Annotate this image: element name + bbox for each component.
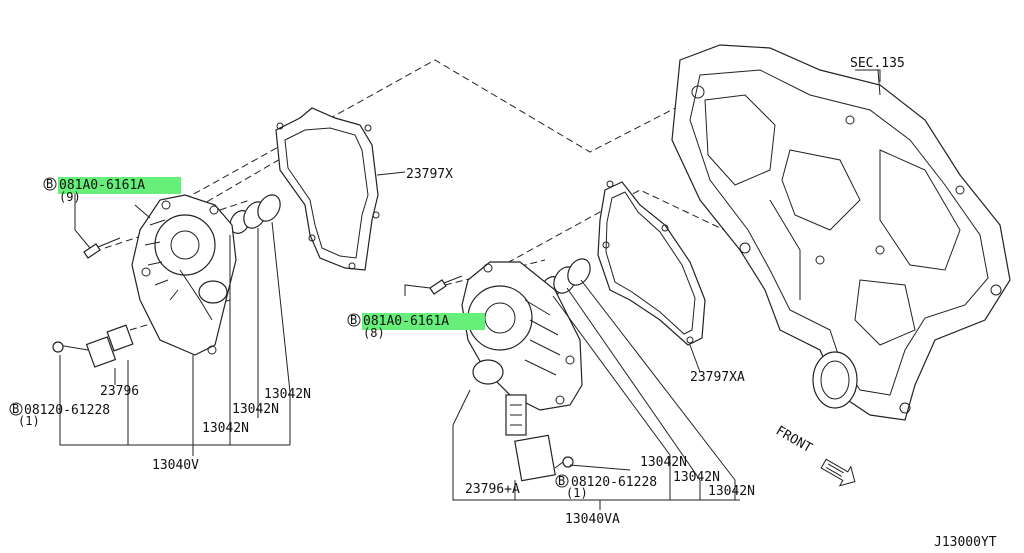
- front-arrow: [820, 458, 856, 487]
- oring-left-label-1: 13042N: [264, 387, 311, 402]
- gasket-23797xa: [597, 180, 706, 346]
- oring-right-label-2: 13042N: [673, 470, 720, 485]
- bolt-left-highlight: [58, 177, 181, 194]
- bolt-right-highlight: [362, 313, 485, 330]
- bolt-left-part-number: 081A0-6161A: [59, 178, 145, 193]
- cover-13040va: [461, 261, 583, 411]
- bolt-right-part-number: 081A0-6161A: [363, 314, 449, 329]
- screw-left-marker: B: [12, 402, 19, 416]
- screw-left-part-number: 08120-61228: [24, 403, 110, 418]
- screw-right-marker: B: [558, 474, 565, 488]
- front-label: FRONT: [773, 423, 815, 456]
- screw-left-marker-circle: [9, 402, 23, 416]
- screw-right-part-number: 08120-61228: [571, 475, 657, 490]
- cover-left-label: 13040V: [152, 458, 199, 473]
- solenoid-23796: [52, 324, 134, 368]
- solenoid-23796a: [505, 394, 574, 482]
- timing-chain-case: [671, 44, 1011, 421]
- screw-left-qty: (1): [18, 414, 40, 428]
- diagram-id: J13000YT: [934, 535, 997, 550]
- cover-right-label: 13040VA: [565, 512, 620, 527]
- gasket-xa-label: 23797XA: [690, 370, 745, 385]
- sec-label: SEC.135: [850, 56, 905, 71]
- screw-right-qty: (1): [566, 486, 588, 500]
- gasket-x-label: 23797X: [406, 167, 453, 182]
- bolt-left: [83, 237, 121, 259]
- oring-left-label-3: 13042N: [202, 421, 249, 436]
- cover-13040v: [131, 194, 237, 356]
- bolt-right: [429, 275, 463, 295]
- leader-lines: [59, 69, 881, 510]
- screw-right-marker-circle: [555, 474, 569, 488]
- bolt-left-qty: (9): [59, 190, 81, 204]
- gasket-23797x: [275, 107, 380, 271]
- o-rings-left: [229, 194, 281, 234]
- bolt-left-marker-circle: [43, 177, 57, 191]
- bolt-right-marker-circle: [347, 313, 361, 327]
- oring-right-label-1: 13042N: [640, 455, 687, 470]
- oring-right-label-3: 13042N: [708, 484, 755, 499]
- bolt-right-qty: (8): [363, 326, 385, 340]
- solenoid-left-label: 23796: [100, 384, 139, 399]
- bolt-left-marker: B: [46, 177, 53, 191]
- oring-left-label-2: 13042N: [232, 402, 279, 417]
- bolt-right-marker: B: [350, 313, 357, 327]
- solenoid-right-label: 23796+A: [465, 482, 520, 497]
